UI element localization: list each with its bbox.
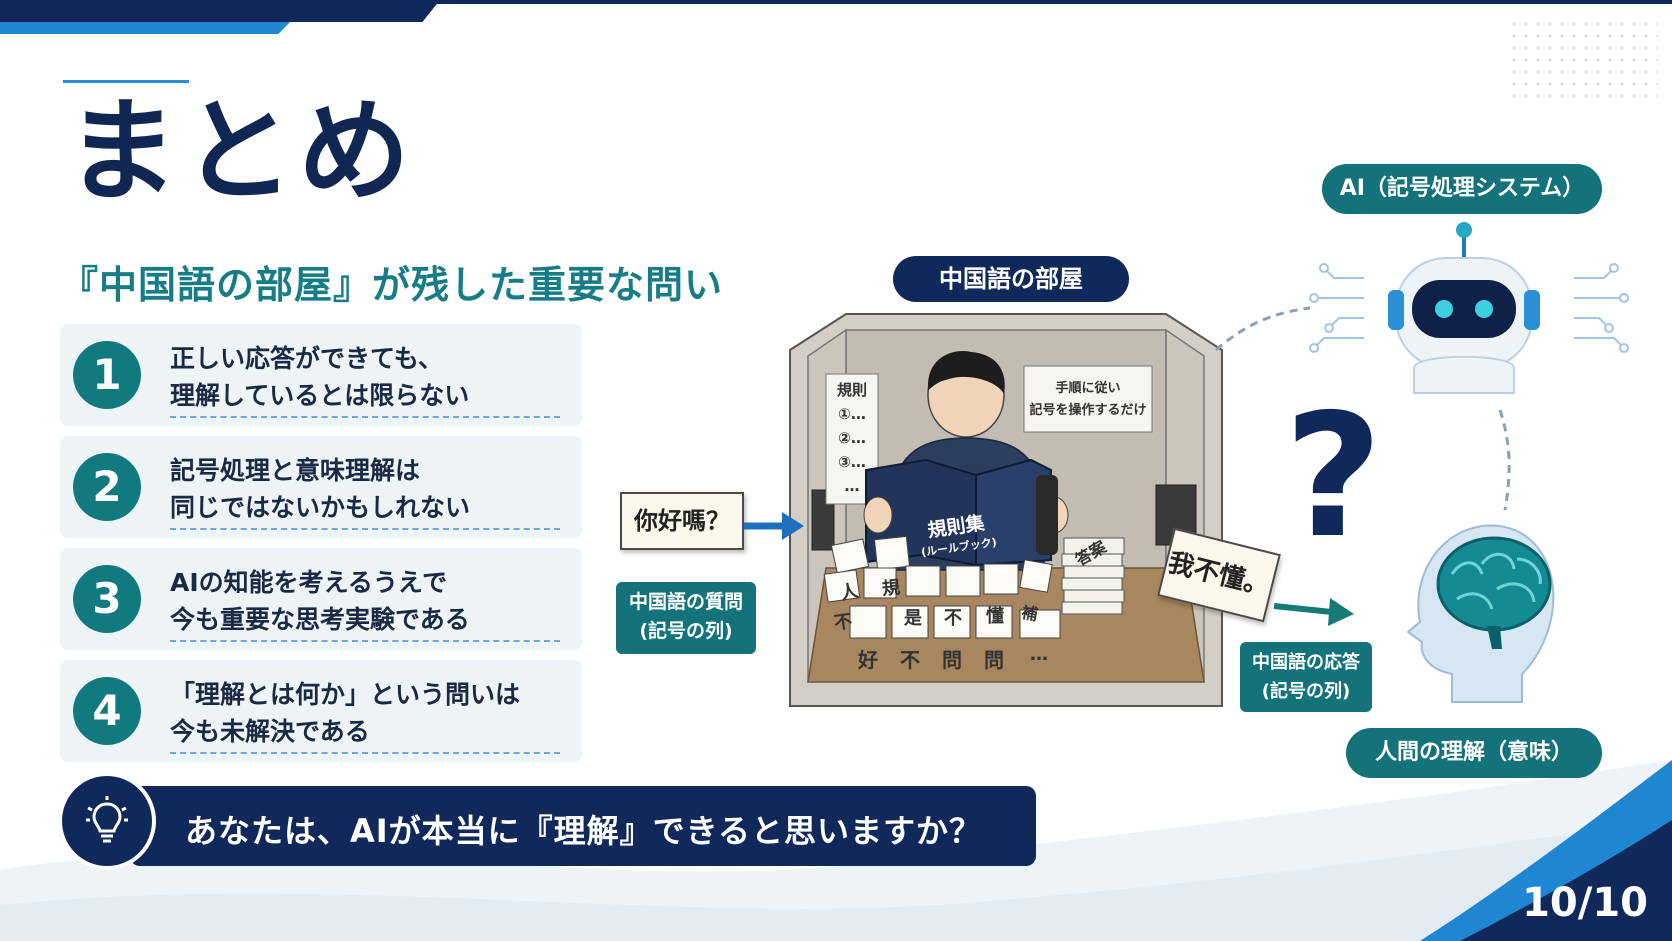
- point-line: 正しい応答ができても、: [170, 344, 444, 373]
- human-label: 人間の理解（意味）: [1346, 728, 1602, 778]
- input-card: 你好嗎？: [620, 492, 744, 550]
- rules-poster: 規則 ①… ②… ③… …: [826, 378, 878, 498]
- point-number: 3: [73, 565, 141, 633]
- point-line: 今も未解決である: [170, 717, 370, 746]
- top-border: [0, 0, 1672, 4]
- rules-poster-line: …: [844, 477, 860, 495]
- rules-poster-line: 規則: [836, 381, 867, 399]
- point-4: 4 「理解とは何か」という問いは 今も未解決である: [60, 660, 582, 762]
- question-bar: [130, 786, 1036, 866]
- desk-card: 問: [942, 648, 962, 672]
- desk-card: 不: [944, 608, 962, 629]
- question-mark: ?: [1284, 378, 1383, 576]
- room-label: 中国語の部屋: [893, 256, 1129, 302]
- desk-card: …: [1030, 644, 1048, 665]
- point-line: AIの知能を考えるうえで: [170, 568, 448, 597]
- page-number: 10/10: [1522, 880, 1648, 926]
- point-text: 「理解とは何か」という問いは 今も未解決である: [170, 676, 570, 750]
- page-title: まとめ: [66, 87, 414, 217]
- dashed-underline: [170, 752, 560, 754]
- point-line: 記号処理と意味理解は: [170, 456, 421, 485]
- wall-note-line: 手順に従い: [1055, 381, 1121, 396]
- dashed-underline: [170, 416, 560, 418]
- point-line: 今も重要な思考実験である: [170, 605, 470, 634]
- top-blue-stripe: [0, 22, 290, 34]
- point-number: 4: [73, 677, 141, 745]
- point-number: 1: [73, 341, 141, 409]
- rules-poster-line: ①…: [838, 405, 866, 423]
- output-caption: 中国語の応答 (記号の列): [1240, 642, 1372, 712]
- input-arrow: [744, 512, 804, 540]
- question-icon-circle: [58, 772, 156, 870]
- desk-card: 好: [858, 648, 878, 672]
- desk-card: 不: [900, 648, 920, 672]
- point-3: 3 AIの知能を考えるうえで 今も重要な思考実験である: [60, 548, 582, 650]
- point-text: 正しい応答ができても、 理解しているとは限らない: [170, 340, 570, 414]
- point-text: 記号処理と意味理解は 同じではないかもしれない: [170, 452, 570, 526]
- page-subtitle: 『中国語の部屋』が残した重要な問い: [60, 263, 724, 307]
- point-1: 1 正しい応答ができても、 理解しているとは限らない: [60, 324, 582, 426]
- question-text: あなたは、AIが本当に『理解』できると思いますか？: [185, 812, 983, 850]
- desk-card: 是: [904, 608, 922, 629]
- dashed-underline: [170, 640, 560, 642]
- wall-note: 手順に従い 記号を操作するだけ: [1024, 378, 1152, 422]
- output-arrow: [1273, 598, 1354, 626]
- desk-card: 規: [881, 577, 902, 600]
- chinese-room-illustration: [789, 313, 1223, 707]
- desk-card: 不: [832, 610, 854, 635]
- lightbulb-icon: [86, 796, 128, 843]
- wall-note-line: 記号を操作するだけ: [1029, 403, 1147, 418]
- output-caption-line: (記号の列): [1261, 681, 1351, 702]
- title-accent-line: [63, 80, 189, 83]
- bottom-wave: [0, 760, 1672, 941]
- dashed-underline: [170, 528, 560, 530]
- desk-card: 問: [984, 648, 1004, 672]
- desk-card: 懂: [986, 606, 1004, 627]
- connector-lines: [1215, 306, 1511, 511]
- point-line: 「理解とは何か」という問いは: [170, 680, 521, 709]
- point-line: 理解しているとは限らない: [170, 381, 470, 410]
- rules-poster-line: ③…: [838, 453, 866, 471]
- point-text: AIの知能を考えるうえで 今も重要な思考実験である: [170, 564, 570, 638]
- dot-pattern: [1508, 18, 1658, 102]
- point-2: 2 記号処理と意味理解は 同じではないかもしれない: [60, 436, 582, 538]
- point-line: 同じではないかもしれない: [170, 493, 471, 522]
- input-caption: 中国語の質問 (記号の列): [616, 582, 756, 654]
- input-caption-line: (記号の列): [639, 620, 733, 642]
- robot-icon: [1309, 222, 1629, 394]
- human-brain-icon: [1406, 524, 1555, 703]
- ai-label: AI（記号処理システム）: [1322, 164, 1602, 214]
- point-number: 2: [73, 453, 141, 521]
- output-caption-line: 中国語の応答: [1252, 652, 1360, 673]
- top-navy-tab: [0, 0, 440, 22]
- rules-poster-line: ②…: [838, 429, 866, 447]
- input-caption-line: 中国語の質問: [628, 591, 743, 613]
